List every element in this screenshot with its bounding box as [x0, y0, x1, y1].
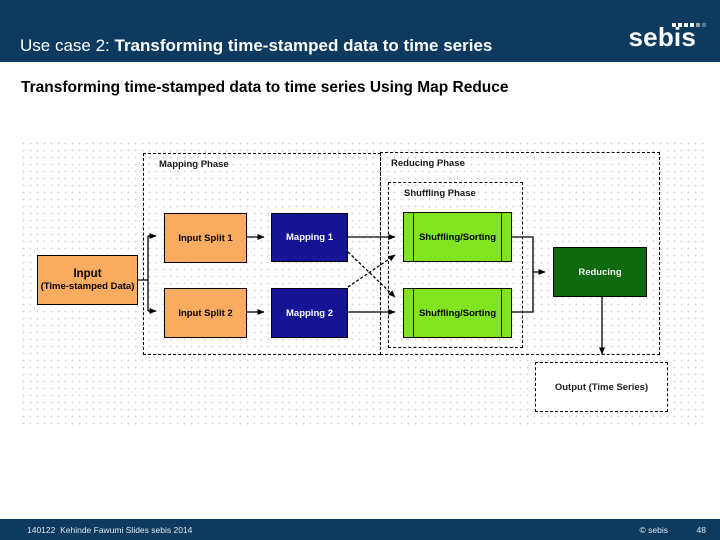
node-input-title: Input	[73, 268, 102, 281]
reducing-phase-label: Reducing Phase	[391, 158, 465, 169]
node-reducing: Reducing	[553, 247, 647, 297]
header-bar: Use case 2: Transforming time-stamped da…	[0, 0, 720, 62]
node-mapping-2: Mapping 2	[271, 288, 348, 338]
footer-copyright: © sebis	[639, 525, 668, 535]
logo-dots-icon	[672, 23, 706, 27]
node-output: Output (Time Series)	[535, 362, 668, 412]
shuffling-phase-label: Shuffling Phase	[404, 188, 476, 199]
mapping-phase-label: Mapping Phase	[159, 159, 229, 170]
node-input-split-2: Input Split 2	[164, 288, 247, 338]
node-mapping-1: Mapping 1	[271, 213, 348, 262]
footer-credits: 140122 Kehinde Fawumi Slides sebis 2014	[27, 525, 193, 535]
connector-arrows	[138, 233, 605, 355]
node-input-split-1: Input Split 1	[164, 213, 247, 263]
node-input: Input (Time-stamped Data)	[37, 255, 138, 305]
header-title: Use case 2: Transforming time-stamped da…	[20, 36, 492, 56]
sebis-logo: sebis	[628, 22, 706, 52]
node-shuffling-sorting-1: Shuffling/Sorting	[403, 212, 512, 262]
logo-text: sebis	[628, 22, 696, 52]
mapreduce-diagram: Mapping Phase Reducing Phase Shuffling P…	[20, 140, 706, 425]
header-title-emphasis: Transforming time-stamped data to time s…	[114, 36, 493, 55]
footer-bar: 140122 Kehinde Fawumi Slides sebis 2014 …	[0, 519, 720, 540]
shuffling-phase-box: Shuffling Phase	[388, 182, 523, 348]
reducing-phase-box: Reducing Phase	[380, 152, 660, 355]
slide-title: Transforming time-stamped data to time s…	[21, 79, 509, 96]
node-shuffling-sorting-2: Shuffling/Sorting	[403, 288, 512, 338]
node-input-subtitle: (Time-stamped Data)	[40, 281, 135, 293]
header-title-prefix: Use case 2:	[20, 36, 115, 55]
footer-page-number: 48	[696, 525, 706, 535]
